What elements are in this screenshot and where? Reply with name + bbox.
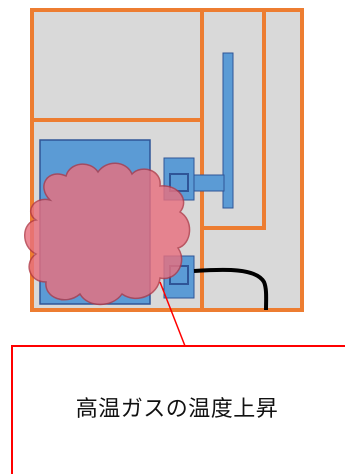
callout-box — [11, 345, 345, 474]
hot-gas-cloud-icon — [24, 162, 191, 306]
vertical-rail — [222, 52, 234, 209]
compartment-upper-left — [30, 8, 204, 122]
callout-label: 高温ガスの温度上昇 — [75, 397, 279, 422]
connector-arm — [189, 174, 225, 192]
curved-pipe-icon — [193, 267, 269, 311]
callout-leader-line — [159, 281, 186, 347]
